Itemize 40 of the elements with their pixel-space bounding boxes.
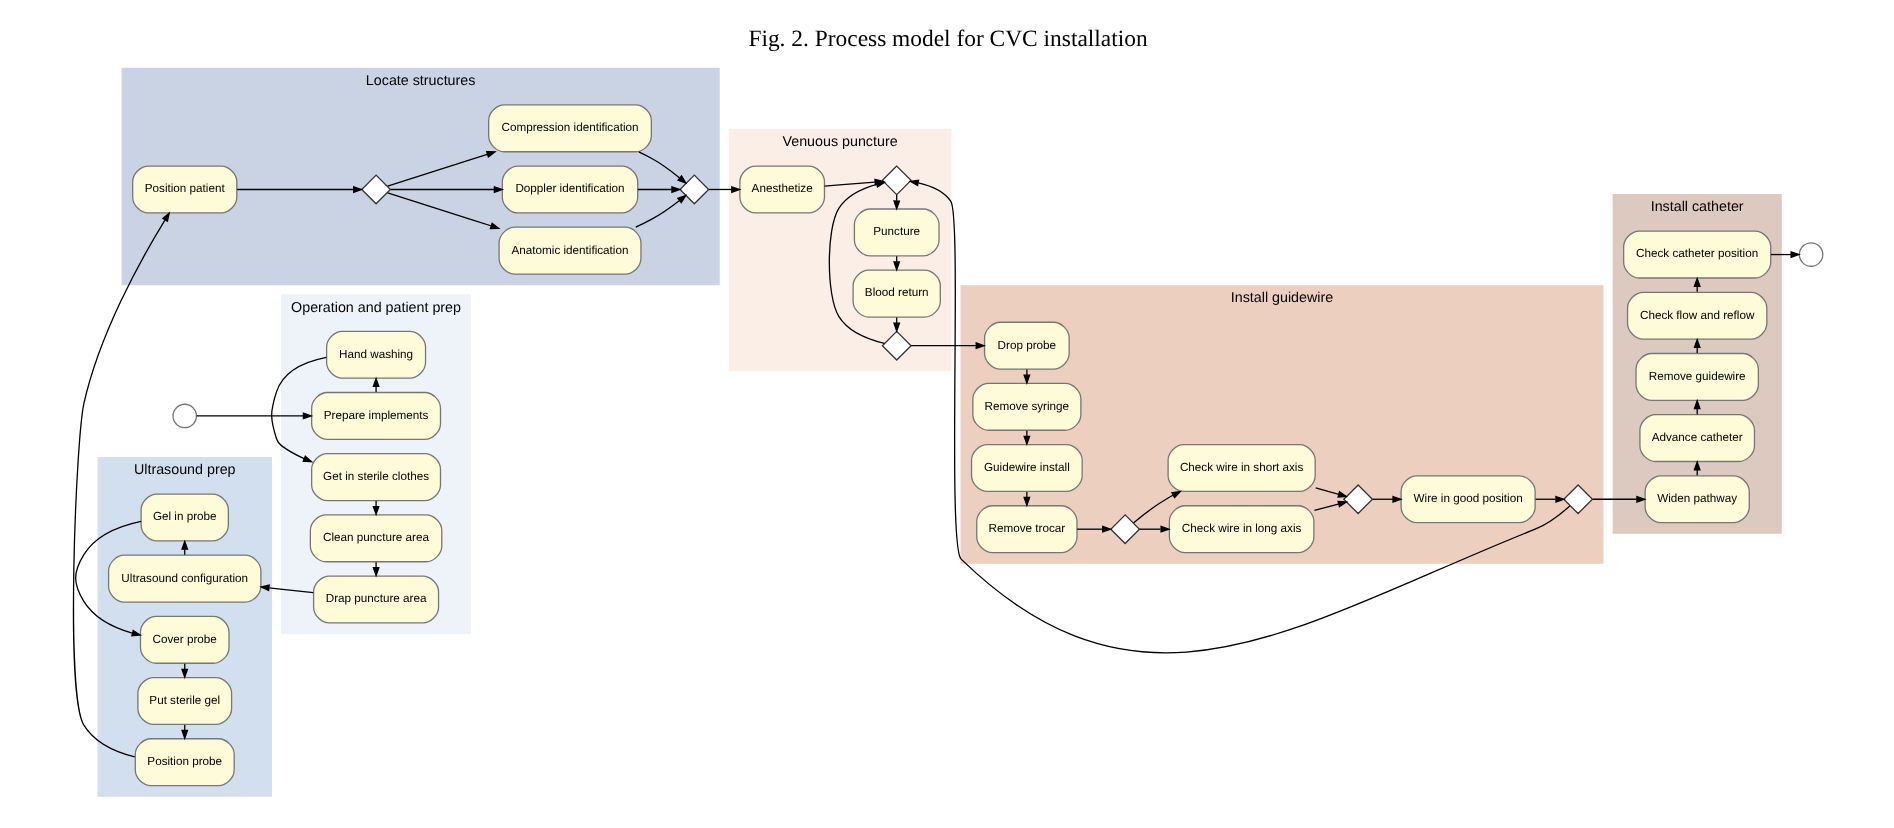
arrow bbox=[71, 211, 170, 758]
arrow bbox=[74, 520, 141, 637]
arrow bbox=[634, 194, 687, 228]
arrow bbox=[1533, 495, 1565, 503]
arrow bbox=[386, 192, 500, 230]
arrow bbox=[1314, 487, 1348, 498]
arrow bbox=[371, 376, 379, 393]
arrow bbox=[637, 151, 687, 185]
arrow bbox=[1137, 525, 1170, 533]
node-diamond bbox=[880, 330, 911, 361]
arrow bbox=[1022, 368, 1030, 385]
arrow bbox=[1769, 250, 1800, 259]
arrow bbox=[907, 179, 1570, 653]
arrow bbox=[388, 185, 504, 194]
arrow bbox=[1022, 430, 1030, 447]
arrow bbox=[1132, 490, 1181, 524]
node-diamond bbox=[1341, 484, 1373, 515]
arrow bbox=[909, 342, 985, 350]
arrow bbox=[707, 185, 741, 194]
arrow bbox=[386, 150, 496, 187]
arrow bbox=[1591, 495, 1646, 503]
arrow bbox=[636, 185, 681, 194]
arrow bbox=[1312, 500, 1348, 512]
node-circle bbox=[171, 403, 197, 429]
node-circle bbox=[1797, 242, 1823, 267]
arrow bbox=[1370, 495, 1402, 503]
arrow bbox=[1022, 491, 1030, 508]
arrow bbox=[371, 561, 379, 578]
arrow bbox=[270, 356, 326, 463]
diagram-title: Fig. 2. Process model for CVC installation bbox=[747, 25, 1147, 52]
arrow bbox=[235, 185, 363, 194]
node-diamond bbox=[1108, 513, 1140, 545]
node-diamond bbox=[1561, 484, 1593, 515]
node-diamond bbox=[678, 174, 709, 205]
arrow bbox=[258, 584, 313, 594]
node-diamond bbox=[359, 174, 391, 205]
node-diamond bbox=[880, 165, 911, 196]
arrow bbox=[371, 500, 379, 517]
arrow bbox=[1075, 525, 1112, 533]
arrow bbox=[195, 412, 313, 420]
